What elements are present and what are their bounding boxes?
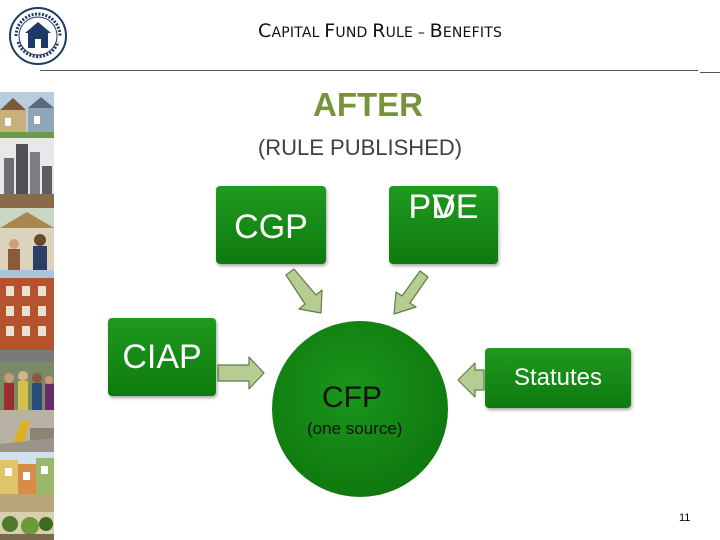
- title-word-4: BENEFITS: [429, 20, 503, 42]
- pdev-label-line2: V: [432, 188, 455, 226]
- photo-apartment-building: [0, 270, 54, 362]
- photo-strip: [0, 92, 54, 540]
- pdev-label-line1: PDE: [408, 188, 479, 226]
- cfp-label: CFP: [322, 381, 382, 414]
- photo-garden-street: [0, 494, 54, 540]
- title-word-1: CAPITAL: [257, 20, 325, 42]
- statutes-box: Statutes: [485, 348, 631, 408]
- photo-group-of-people: [0, 362, 54, 410]
- cfp-circle: [272, 321, 448, 497]
- cgp-box: CGP: [216, 186, 326, 264]
- header-divider-end: [700, 72, 720, 73]
- statutes-label: Statutes: [513, 364, 603, 391]
- arrow-statutes-to-cfp: [457, 362, 485, 398]
- page-number: 11: [679, 512, 691, 524]
- arrow-pdev-to-cfp: [393, 270, 429, 315]
- photo-demolition: [0, 410, 54, 452]
- photo-city-skyline: [0, 138, 54, 208]
- arrow-cgp-to-cfp: [285, 268, 323, 314]
- slide-heading: AFTER: [313, 86, 423, 123]
- photo-houses: [0, 92, 54, 138]
- slide-subheading: (RULE PUBLISHED): [257, 135, 463, 160]
- photo-townhouses: [0, 452, 54, 494]
- cgp-label: CGP: [234, 208, 308, 246]
- hud-seal-logo: [9, 7, 67, 65]
- title-word-2: FUND: [324, 20, 373, 42]
- ciap-box: CIAP: [108, 318, 216, 396]
- arrow-ciap-to-cfp: [217, 356, 265, 390]
- slide-header-title: CAPITAL FUND RULE – BENEFITS: [0, 20, 720, 42]
- header-divider: [40, 70, 698, 71]
- photo-residents: [0, 208, 54, 270]
- cfp-note: (one source): [307, 419, 403, 438]
- ciap-label: CIAP: [122, 338, 202, 376]
- title-word-3: RULE –: [372, 20, 430, 42]
